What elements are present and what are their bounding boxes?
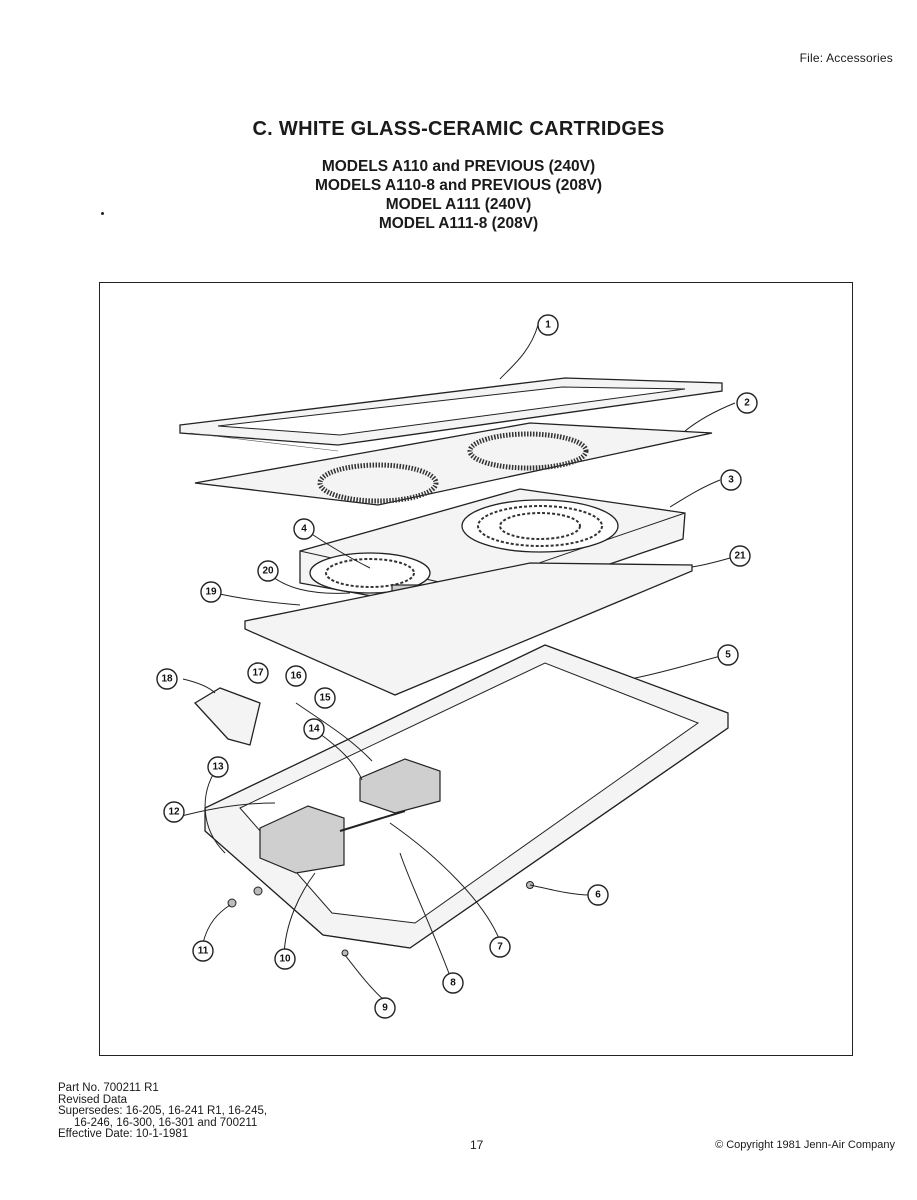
callout-16: 16	[285, 665, 307, 687]
callout-3: 3	[720, 469, 742, 491]
svg-text:18: 18	[161, 674, 173, 685]
svg-text:20: 20	[262, 566, 274, 577]
svg-text:5: 5	[725, 650, 731, 661]
bracket-drawing	[193, 687, 261, 746]
model-line: MODEL A111 (240V)	[385, 196, 532, 213]
callout-19: 19	[200, 581, 222, 603]
footer-info: Part No. 700211 R1 Revised Data Supersed…	[58, 1082, 268, 1141]
page-title: C. WHITE GLASS-CERAMIC CARTRIDGES	[252, 118, 665, 140]
svg-text:7: 7	[497, 942, 503, 953]
revised-note: Revised Data	[58, 1093, 128, 1106]
supersedes-line: Supersedes: 16-205, 16-241 R1, 16-245,	[58, 1105, 268, 1117]
svg-text:21: 21	[734, 551, 746, 562]
callout-20: 20	[257, 560, 279, 582]
callout-9: 9	[374, 997, 396, 1019]
svg-text:13: 13	[212, 762, 224, 773]
terminal-block-drawing	[359, 758, 441, 814]
trim-frame-drawing	[179, 377, 723, 452]
cartridge-pan-drawing	[204, 644, 729, 949]
file-label: File: Accessories	[799, 51, 893, 65]
svg-text:16: 16	[290, 671, 302, 682]
callout-11: 11	[192, 940, 214, 962]
svg-text:11: 11	[198, 946, 209, 957]
callout-7: 7	[489, 936, 511, 958]
stray-mark	[101, 212, 104, 215]
callout-15: 15	[314, 687, 336, 709]
leader-lines	[173, 324, 738, 1002]
svg-text:17: 17	[252, 668, 264, 679]
callout-17: 17	[247, 662, 269, 684]
svg-text:2: 2	[744, 398, 750, 409]
svg-text:6: 6	[595, 890, 601, 901]
callout-14: 14	[303, 718, 325, 740]
effective-date: Effective Date: 10-1-1981	[58, 1128, 189, 1140]
callout-8: 8	[442, 972, 464, 994]
callout-21: 21	[729, 545, 751, 567]
svg-text:9: 9	[382, 1003, 388, 1014]
svg-text:14: 14	[308, 724, 320, 735]
svg-text:10: 10	[279, 954, 291, 965]
model-line: MODEL A111-8 (208V)	[378, 215, 539, 232]
svg-text:1: 1	[545, 320, 551, 331]
callout-18: 18	[156, 668, 178, 690]
svg-text:4: 4	[301, 524, 307, 535]
callout-5: 5	[717, 644, 739, 666]
model-line: MODELS A110 and PREVIOUS (240V)	[321, 158, 596, 175]
callout-1: 1	[537, 314, 559, 336]
exploded-diagram: 1 2 3 4 5 6 7 8 9 10 11 12 13 14 15 16 1…	[156, 314, 758, 1019]
switch-box-drawing	[259, 805, 406, 874]
callout-4: 4	[293, 518, 315, 540]
model-list: MODELS A110 and PREVIOUS (240V) MODELS A…	[0, 157, 917, 233]
copyright-notice: © Copyright 1981 Jenn-Air Company	[715, 1139, 895, 1151]
part-number: Part No. 700211 R1	[58, 1082, 159, 1094]
model-line: MODELS A110-8 and PREVIOUS (208V)	[314, 177, 603, 194]
callout-2: 2	[736, 392, 758, 414]
supersedes-line: 16-246, 16-300, 16-301 and 700211	[74, 1116, 258, 1129]
insulation-pad-drawing	[244, 562, 693, 696]
svg-text:19: 19	[205, 587, 217, 598]
glass-top-drawing	[194, 422, 713, 506]
callout-13: 13	[207, 756, 229, 778]
svg-text:8: 8	[450, 978, 456, 989]
svg-text:15: 15	[319, 693, 331, 704]
page-number: 17	[470, 1138, 484, 1152]
callout-12: 12	[163, 801, 185, 823]
callout-10: 10	[274, 948, 296, 970]
svg-text:12: 12	[168, 807, 180, 818]
callout-6: 6	[587, 884, 609, 906]
exploded-diagram-frame: 1 2 3 4 5 6 7 8 9 10 11 12 13 14 15 16 1…	[99, 282, 853, 1056]
svg-text:3: 3	[728, 475, 734, 486]
screw-drawing	[227, 881, 534, 957]
